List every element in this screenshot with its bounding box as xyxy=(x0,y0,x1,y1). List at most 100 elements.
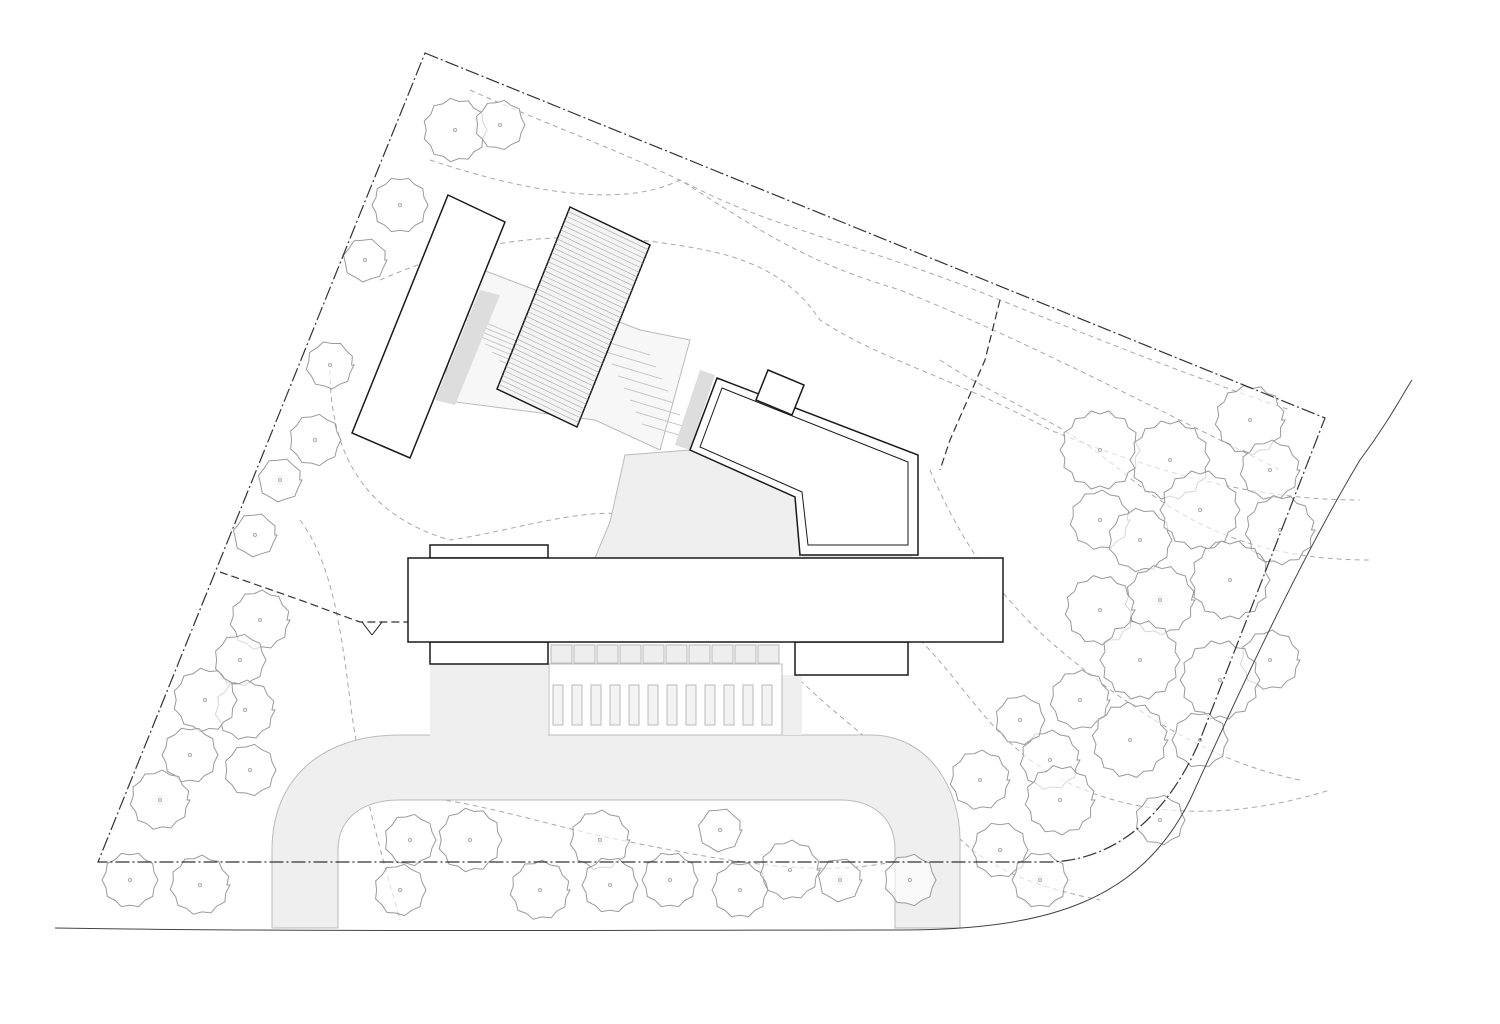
tree-canopy xyxy=(438,807,503,873)
tree-canopy xyxy=(173,667,238,733)
tree-canopy xyxy=(759,839,821,900)
internal-fence xyxy=(219,571,408,623)
green-strip xyxy=(435,290,500,405)
paving-line xyxy=(605,351,657,368)
contour-line xyxy=(469,89,1291,411)
tree-trunk xyxy=(538,888,542,892)
property-boundary xyxy=(97,52,1326,863)
tree-trunk xyxy=(1098,448,1102,452)
tree-trunk xyxy=(908,878,912,882)
hatch-line xyxy=(502,375,583,414)
parking-space xyxy=(647,684,659,726)
tree-trunk xyxy=(1198,508,1202,512)
tree-trunk xyxy=(198,883,202,887)
stall xyxy=(573,644,596,664)
tree-trunk xyxy=(1158,598,1162,602)
hatch-line xyxy=(538,284,620,323)
buildings xyxy=(351,193,1004,676)
tree-trunk xyxy=(978,778,982,782)
forecourt xyxy=(430,664,548,736)
tree-trunk xyxy=(788,868,792,872)
tree-trunk xyxy=(1018,718,1022,722)
tree-trunk xyxy=(328,363,332,367)
parking-space xyxy=(742,684,754,726)
hatch-line xyxy=(529,306,610,346)
tree-trunk xyxy=(1128,738,1132,742)
tree-canopy xyxy=(225,743,277,797)
tree-canopy xyxy=(1108,507,1173,573)
tree-trunk xyxy=(258,618,262,622)
tree-trunk xyxy=(838,878,842,882)
parking-space xyxy=(666,684,678,726)
hatch-line xyxy=(516,338,598,378)
tree-canopy xyxy=(1189,540,1271,620)
tree-trunk xyxy=(1098,518,1102,522)
tree-trunk xyxy=(203,698,207,702)
tree-trunk xyxy=(468,838,472,842)
tree-canopy xyxy=(215,633,267,687)
hatch-line xyxy=(542,274,623,314)
parking-stalls xyxy=(550,644,780,726)
tree-canopy xyxy=(1179,640,1261,720)
hatch-line xyxy=(549,256,631,296)
hatch-line xyxy=(500,379,581,419)
hatch-line xyxy=(535,293,616,332)
main-building xyxy=(407,557,1004,643)
paving-line xyxy=(623,387,675,404)
hatch-line xyxy=(520,329,601,369)
hatch-line xyxy=(504,370,585,410)
parking-space xyxy=(590,684,602,726)
tree-trunk xyxy=(128,878,132,882)
stall xyxy=(596,644,619,664)
hatch-line xyxy=(524,320,605,360)
gate-icon xyxy=(361,621,383,636)
tree-canopy xyxy=(423,97,488,163)
tree-canopy xyxy=(385,813,437,867)
tree-canopy xyxy=(949,749,1011,810)
tree-trunk xyxy=(453,128,457,132)
tree-trunk xyxy=(313,438,317,442)
tree-canopy xyxy=(1049,669,1111,730)
boundary-line xyxy=(97,52,1326,863)
tree-canopy xyxy=(1159,470,1241,550)
tree-trunk xyxy=(188,753,192,757)
stall xyxy=(688,644,711,664)
annex-southeast xyxy=(794,641,909,676)
west-building xyxy=(351,193,506,459)
tree-trunk xyxy=(668,878,672,882)
hatch-line xyxy=(546,265,627,305)
tree-trunk xyxy=(1138,658,1142,662)
tree-canopy xyxy=(1135,794,1186,846)
annex-southwest xyxy=(429,641,549,665)
stall xyxy=(550,644,573,664)
tree-trunk xyxy=(253,533,257,537)
driveway xyxy=(271,734,961,929)
tree-trunk xyxy=(1158,818,1162,822)
hatch-line xyxy=(553,247,634,287)
tree-trunk xyxy=(738,888,742,892)
tree-trunk xyxy=(1058,798,1062,802)
tree-canopy xyxy=(257,458,303,503)
parking-space xyxy=(685,684,697,726)
tree-canopy xyxy=(697,808,743,853)
tree-trunk xyxy=(398,888,402,892)
tree-canopy xyxy=(817,858,863,903)
hatch-line xyxy=(505,365,587,405)
stall xyxy=(711,644,734,664)
tree-trunk xyxy=(1138,538,1142,542)
paving-line xyxy=(611,363,663,380)
contour-line xyxy=(799,679,1101,901)
tree-canopy xyxy=(1059,410,1141,490)
parking-space xyxy=(571,684,583,726)
road-edge xyxy=(54,379,1413,931)
tree-trunk xyxy=(498,123,502,127)
tree-trunk xyxy=(718,828,722,832)
tree-trunk xyxy=(1228,578,1232,582)
hatch-line xyxy=(526,315,607,355)
tree-trunk xyxy=(1248,418,1252,422)
tree-trunk xyxy=(1048,758,1052,762)
hatch-line xyxy=(537,288,618,328)
tree-trunk xyxy=(408,838,412,842)
paving-line xyxy=(635,411,687,428)
